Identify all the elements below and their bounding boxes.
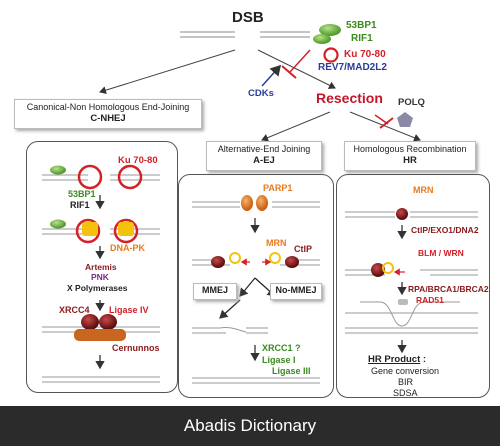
xrcc4-left-icon [81, 314, 99, 330]
hr-panel [336, 174, 490, 398]
cnhej-cernunnos-label: Cernunnos [112, 343, 160, 353]
hr-title: Homologous Recombination [353, 144, 467, 154]
ctip-right-icon [269, 252, 281, 264]
dsb-strands [180, 31, 310, 38]
hr-rad51-icon [398, 299, 408, 305]
footer-bar: Abadis Dictionary [0, 406, 500, 446]
ku-ring-left-icon [77, 164, 103, 190]
hr-product-colon: : [420, 354, 427, 365]
cnhej-abbr: C-NHEJ [90, 113, 126, 124]
53bp1-icon [319, 24, 341, 36]
cnhej-xpol-label: X Polymerases [67, 283, 128, 293]
cnhej-artemis-label: Artemis [85, 262, 117, 272]
ku-label: Ku 70-80 [344, 49, 386, 60]
parp1-right-icon [256, 195, 268, 211]
aej-ligase3-label: Ligase III [272, 366, 311, 376]
dnapk-left-icon [82, 222, 98, 236]
mrn-right-icon [285, 256, 299, 268]
aej-strands-1 [192, 201, 320, 208]
mrn-left-icon [211, 256, 225, 268]
arrow-to-aej [261, 111, 331, 142]
cnhej-ligase4-label: Ligase IV [109, 305, 149, 315]
hr-mrn-icon [396, 208, 408, 220]
hr-sdsa-label: SDSA [393, 388, 418, 398]
ku-ring-right-icon [117, 164, 143, 190]
hr-abbr: HR [403, 155, 417, 166]
ku-ring-icon [323, 47, 339, 63]
rif1-label: RIF1 [351, 33, 373, 44]
cdks-arrow [261, 64, 282, 87]
ligase-bar-icon [74, 329, 126, 341]
dsb-label: DSB [232, 9, 264, 26]
rev7-label: REV7/MAD2L2 [318, 62, 387, 73]
resection-label: Resection [316, 90, 383, 106]
inhibit-bar [281, 65, 297, 79]
aej-ligase1-label: Ligase I [262, 355, 296, 365]
hr-dloop [345, 301, 478, 334]
aej-panel [178, 174, 334, 398]
aej-nommej-box: No-MMEJ [270, 283, 322, 300]
hr-blm-icon [371, 263, 385, 277]
cnhej-title: Canonical-Non Homologous End-Joining [26, 102, 190, 112]
rif1-icon [313, 34, 331, 44]
aej-ctip-label: CtIP [294, 244, 312, 254]
inhibit-line [289, 49, 311, 73]
cnhej-strands-final [42, 376, 160, 383]
arrow-to-hr [349, 111, 421, 142]
aej-mrn-label: MRN [266, 238, 287, 248]
hr-bir-label: BIR [398, 377, 414, 387]
ctip-left-icon [229, 252, 241, 264]
hr-product-title: HR Product [368, 354, 421, 365]
aej-xrcc1-label: XRCC1 ? [262, 343, 301, 353]
hr-rad51-label: RAD51 [416, 295, 444, 305]
xrcc4-right-icon [99, 314, 117, 330]
cnhej-53bp1-label: 53BP1 [68, 189, 96, 199]
aej-header: Alternative-End Joining A-EJ [206, 141, 322, 171]
cnhej-rif1-label: RIF1 [70, 200, 90, 210]
hr-rpa-label: RPA/BRCA1/BRCA2 [408, 284, 489, 294]
cnhej-header: Canonical-Non Homologous End-Joining C-N… [14, 99, 202, 129]
hr-gc-label: Gene conversion [371, 366, 440, 376]
ku-ring-right-2-icon [113, 218, 139, 244]
polq-pentagon-icon [397, 112, 413, 127]
aej-parp1-label: PARP1 [263, 183, 293, 193]
parp1-left-icon [241, 195, 253, 211]
aej-mmej-box: MMEJ [193, 283, 237, 300]
arrow-to-cnhej [99, 49, 236, 95]
hr-ctip-label: CtIP/EXO1/DNA2 [411, 225, 479, 235]
53bp1-green-icon [50, 165, 66, 175]
53bp1-label: 53BP1 [346, 20, 377, 31]
53bp1-green-2-icon [50, 219, 66, 229]
aej-final-strands [192, 377, 320, 384]
aej-abbr: A-EJ [253, 155, 275, 166]
aej-nommej-label: No-MMEJ [275, 285, 317, 295]
cnhej-panel [26, 141, 178, 393]
hr-header: Homologous Recombination HR [344, 141, 476, 171]
cnhej-ku-label: Ku 70-80 [118, 155, 158, 166]
cnhej-pnk-label: PNK [91, 272, 109, 282]
cdks-label: CDKs [248, 88, 274, 99]
cnhej-dnapk-label: DNA-PK [110, 243, 145, 253]
hr-strands-1 [345, 211, 478, 218]
polq-inhibit-bar [379, 117, 394, 129]
arrow-to-resection [257, 49, 336, 89]
ku-ring-left-2-icon [75, 218, 101, 244]
hr-product-heading: HR Product : [368, 354, 426, 365]
hr-mrn-label: MRN [413, 185, 434, 195]
hr-wrn-icon [382, 262, 394, 274]
polq-label: POLQ [398, 97, 425, 108]
aej-title: Alternative-End Joining [217, 144, 311, 154]
aej-microhomology [192, 327, 268, 334]
cnhej-xrcc4-label: XRCC4 [59, 305, 90, 315]
hr-blm-label: BLM / WRN [418, 248, 464, 258]
dnapk-right-icon [118, 222, 134, 236]
aej-mmej-label: MMEJ [201, 285, 228, 295]
footer-text: Abadis Dictionary [183, 416, 317, 435]
